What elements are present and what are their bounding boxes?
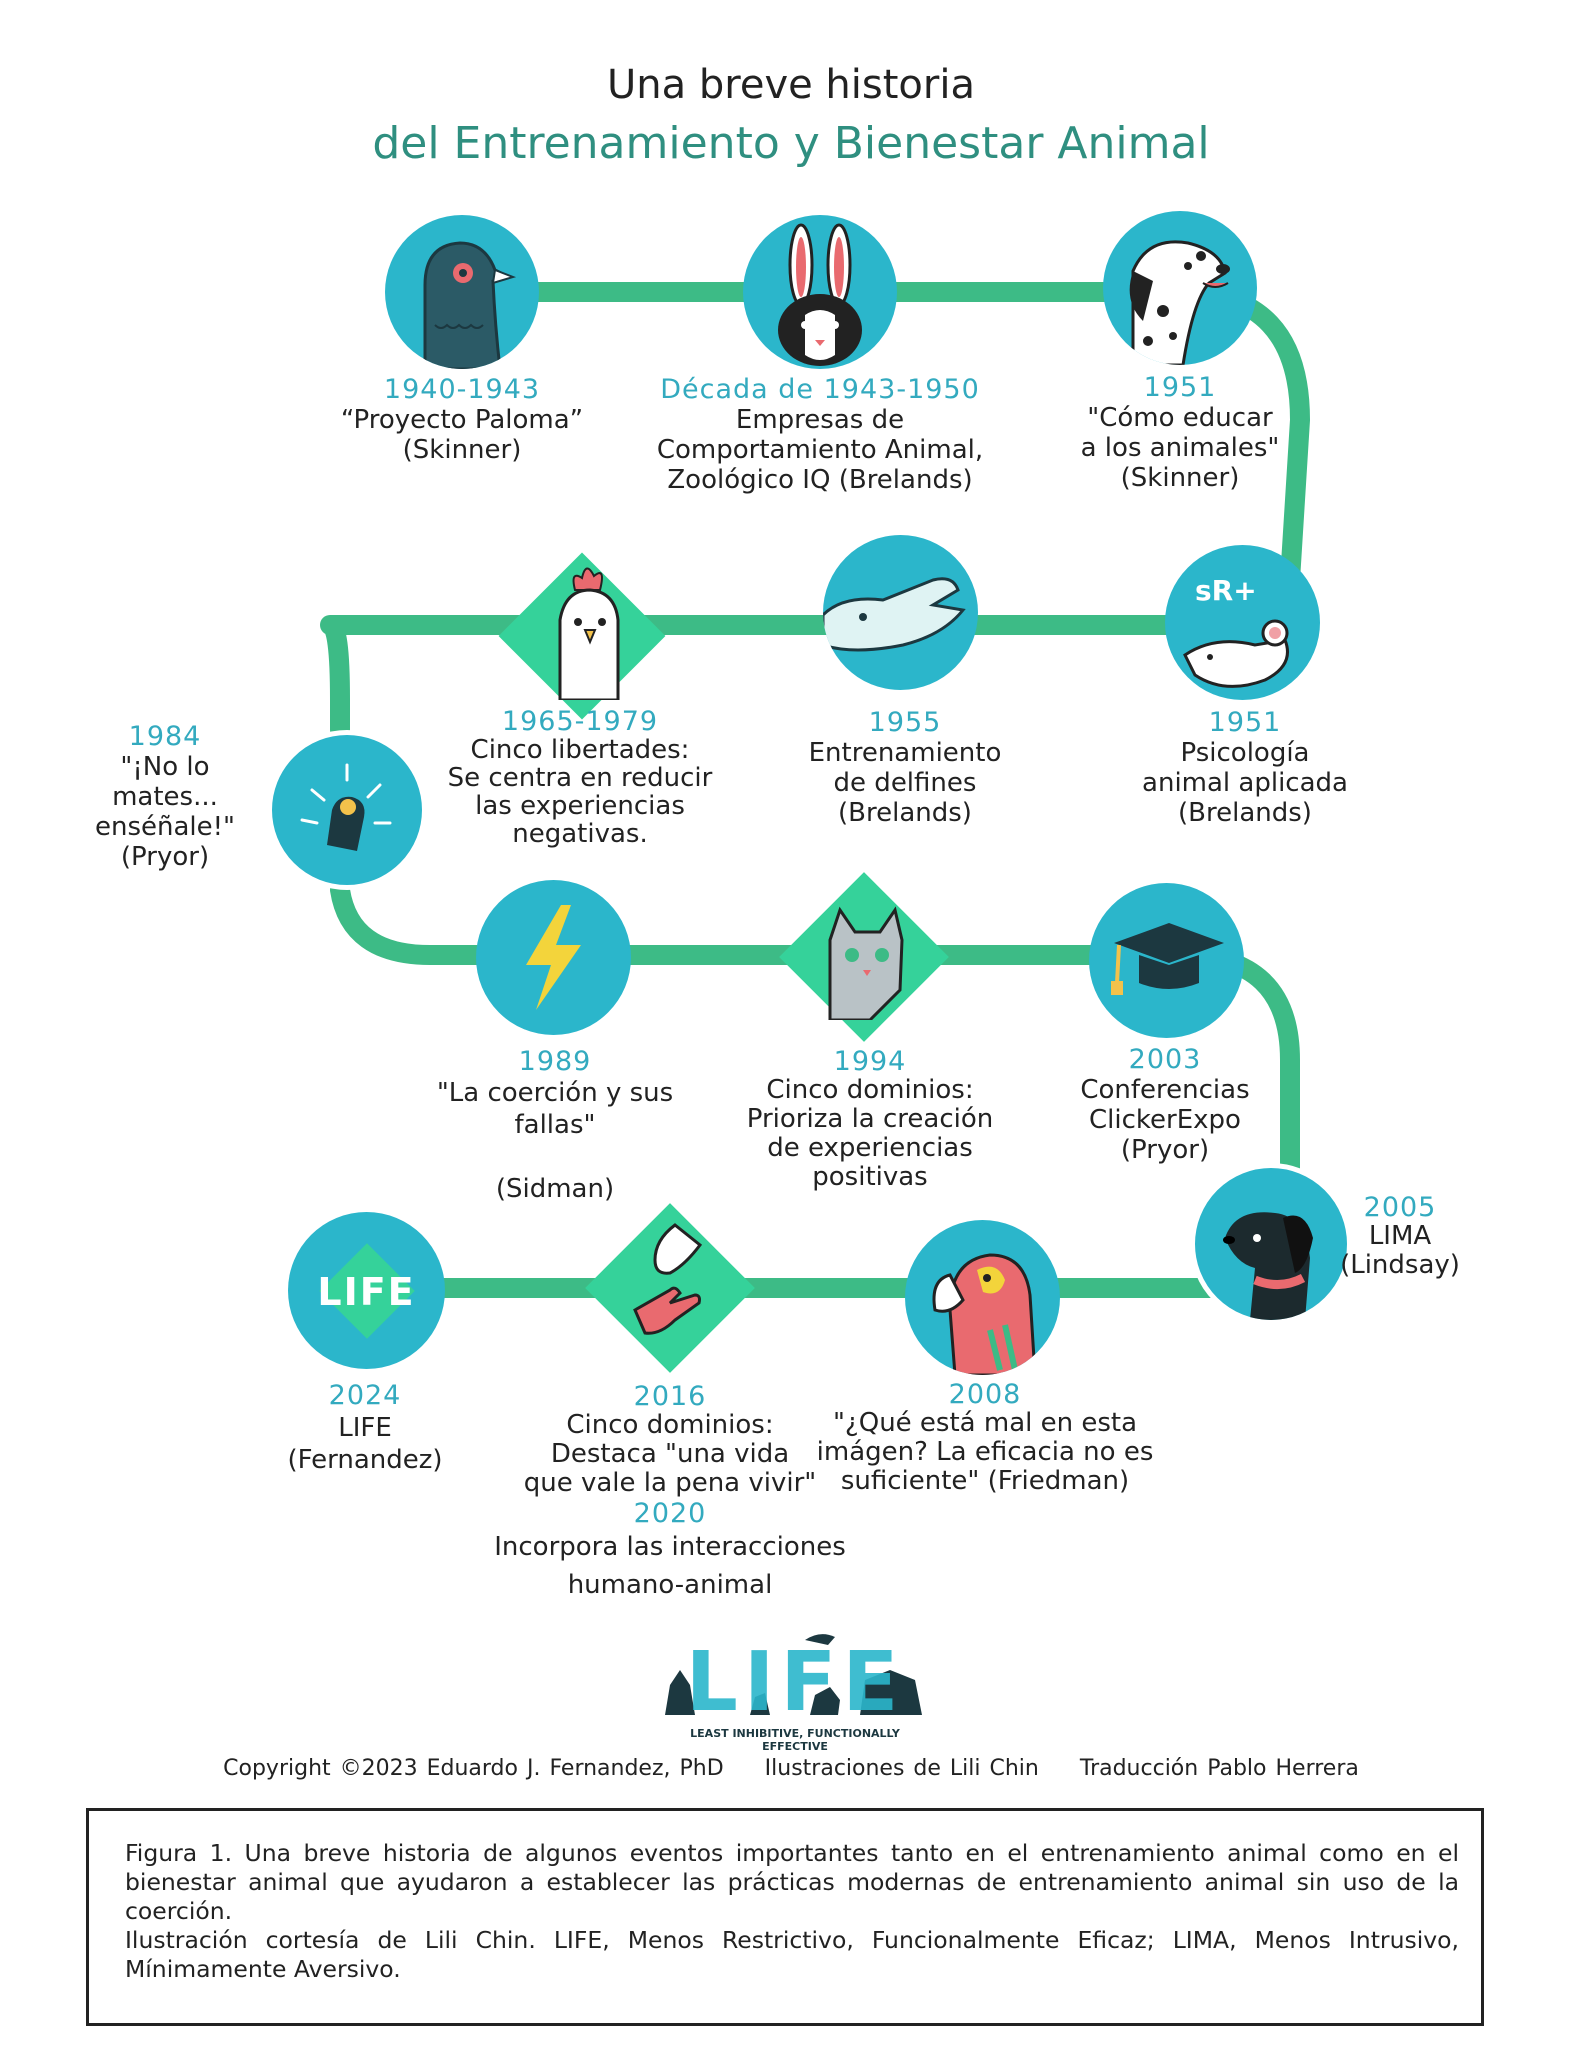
event-year: 1955 — [868, 707, 942, 738]
node-1940 — [385, 215, 539, 369]
lightning-icon — [526, 905, 581, 1010]
svg-text:sR+: sR+ — [1195, 574, 1257, 607]
event-text: Conferencias ClickerExpo (Pryor) — [1080, 1075, 1250, 1165]
event-1955: 1955 Entrenamiento de delfines (Brelands… — [770, 707, 1040, 829]
caption-paragraph-2: Ilustración cortesía de Lili Chin. LIFE,… — [125, 1926, 1459, 1983]
event-year: 2016 — [633, 1381, 707, 1412]
event-year: Década de 1943-1950 — [660, 374, 980, 405]
hand-paw-icon — [633, 1223, 703, 1335]
clicker-icon — [300, 763, 392, 851]
node-1989 — [476, 880, 631, 1035]
logo-tagline: LEAST INHIBITIVE, FUNCTIONALLY EFFECTIVE — [690, 1727, 900, 1753]
event-1940: 1940-1943 “Proyecto Paloma” (Skinner) — [292, 374, 632, 466]
event-text: Cinco libertades: Se centra en reducir l… — [447, 735, 713, 849]
title-line-1: Una breve historia — [607, 62, 975, 108]
event-year: 1951 — [1208, 707, 1282, 738]
event-text: "¿Qué está mal en esta imágen? La eficac… — [816, 1408, 1154, 1496]
event-2016: 2016 Cinco dominios: Destaca "una vida q… — [500, 1382, 840, 1498]
node-2024: LIFE — [288, 1212, 445, 1369]
event-text: Entrenamiento de delfines (Brelands) — [808, 738, 1002, 828]
event-year: 2008 — [948, 1379, 1022, 1410]
event-year: 2003 — [1128, 1044, 1202, 1075]
event-text: LIFE (Fernandez) — [287, 1413, 443, 1475]
event-1994: 1994 Cinco dominios: Prioriza la creació… — [720, 1047, 1020, 1192]
event-text: LIMA (Lindsay) — [1340, 1221, 1460, 1280]
event-year: 1989 — [518, 1046, 592, 1077]
event-text: “Proyecto Paloma” (Skinner) — [340, 405, 584, 465]
dalmatian-icon — [1129, 240, 1230, 365]
copyright-text: Copyright ©2023 Eduardo J. Fernandez, Ph… — [223, 1756, 724, 1781]
figure-caption: Figura 1. Una breve historia de algunos … — [86, 1808, 1484, 2026]
node-2003 — [1089, 883, 1244, 1038]
animal-silhouettes-icon — [665, 1634, 922, 1715]
graduation-cap-icon — [1111, 923, 1224, 995]
credits: Copyright ©2023 Eduardo J. Fernandez, Ph… — [0, 1756, 1582, 1781]
event-1951a: 1951 "Cómo educar a los animales" (Skinn… — [1045, 372, 1315, 494]
event-year: 2005 — [1363, 1192, 1437, 1223]
event-1989: 1989 "La coerción y sus fallas" (Sidman) — [420, 1047, 690, 1205]
event-1951b: 1951 Psicología animal aplicada (Breland… — [1110, 707, 1380, 829]
illustrations-text: Ilustraciones de Lili Chin — [764, 1756, 1039, 1781]
dog-icon — [1223, 1212, 1313, 1320]
event-text: Cinco dominios: Destaca "una vida que va… — [523, 1410, 817, 1498]
node-1951a — [1103, 211, 1257, 365]
event-year: 2020 — [633, 1498, 707, 1529]
chicken-icon — [558, 567, 620, 700]
event-2008: 2008 "¿Qué está mal en esta imágen? La e… — [805, 1380, 1165, 1496]
event-year: 1940-1943 — [383, 374, 541, 405]
event-year: 1951 — [1143, 372, 1217, 403]
event-2020: 2020 Incorpora las interacciones humano-… — [480, 1500, 860, 1604]
life-logo: LIFE LEAST INHIBITIVE, FUNCTIONALLY EFFE… — [660, 1625, 930, 1753]
event-text: "¡No lo mates... enséñale!" (Pryor) — [94, 752, 236, 872]
node-1951b: sR+ — [1165, 545, 1320, 700]
title-line-2: del Entrenamiento y Bienestar Animal — [372, 118, 1210, 169]
event-text: Empresas de Comportamiento Animal, Zooló… — [656, 405, 984, 495]
event-text: "Cómo educar a los animales" (Skinner) — [1080, 403, 1280, 493]
life-badge-icon: LIFE — [302, 1242, 432, 1339]
event-text: Psicología animal aplicada (Brelands) — [1142, 738, 1348, 828]
parrot-icon — [932, 1253, 1037, 1375]
event-year: 1994 — [833, 1046, 907, 1077]
rat-sr-icon: sR+ — [1183, 574, 1289, 688]
node-2008 — [905, 1220, 1060, 1375]
node-1955 — [823, 535, 978, 690]
event-text: Incorpora las interacciones humano-anima… — [494, 1532, 846, 1600]
event-1943: Década de 1943-1950 Empresas de Comporta… — [640, 374, 1000, 496]
event-2005: 2005 LIMA (Lindsay) — [1320, 1193, 1480, 1280]
event-2024: 2024 LIFE (Fernandez) — [240, 1380, 490, 1476]
event-year: 1965-1979 — [501, 706, 659, 737]
pigeon-icon — [423, 241, 517, 369]
cat-icon — [828, 906, 904, 1020]
event-year: 2024 — [328, 1380, 402, 1411]
node-1984 — [267, 730, 427, 890]
dolphin-icon — [823, 577, 966, 652]
logo-word: LIFE — [685, 1635, 905, 1730]
event-text: Cinco dominios: Prioriza la creación de … — [746, 1075, 994, 1192]
event-text: "La coerción y sus fallas" (Sidman) — [436, 1078, 674, 1204]
rabbit-icon — [778, 223, 862, 366]
event-1965: 1965-1979 Cinco libertades: Se centra en… — [430, 706, 730, 849]
caption-paragraph-1: Figura 1. Una breve historia de algunos … — [125, 1839, 1459, 1925]
translation-text: Traducción Pablo Herrera — [1079, 1756, 1359, 1781]
event-2003: 2003 Conferencias ClickerExpo (Pryor) — [1050, 1044, 1280, 1166]
event-year: 1984 — [128, 721, 202, 752]
event-1984: 1984 "¡No lo mates... enséñale!" (Pryor) — [75, 721, 255, 873]
node-2005 — [1190, 1163, 1352, 1325]
node-1943 — [743, 215, 897, 369]
